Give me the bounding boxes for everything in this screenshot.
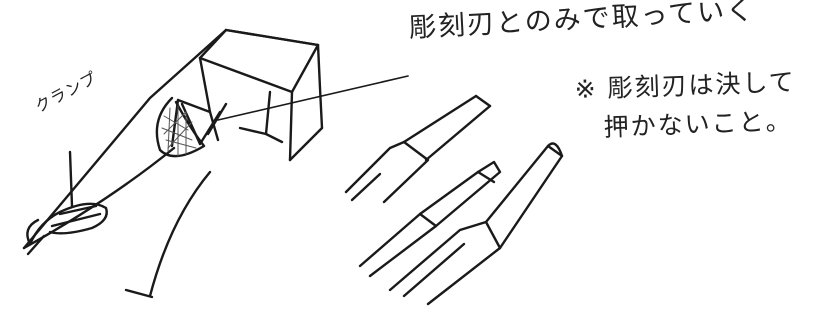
leader-line: [217, 75, 409, 121]
clamp: [26, 150, 108, 256]
jig-block: [170, 28, 324, 162]
warning-note-line2: 押かないこと。: [603, 106, 794, 142]
gouge-right: [388, 142, 564, 306]
carved-groove: [155, 96, 228, 158]
chisel-left: [344, 94, 492, 204]
chisel-middle: [358, 160, 502, 278]
workpiece-bar: [22, 28, 320, 299]
warning-note-line1: ※ 彫刻刃は決して: [574, 67, 797, 104]
